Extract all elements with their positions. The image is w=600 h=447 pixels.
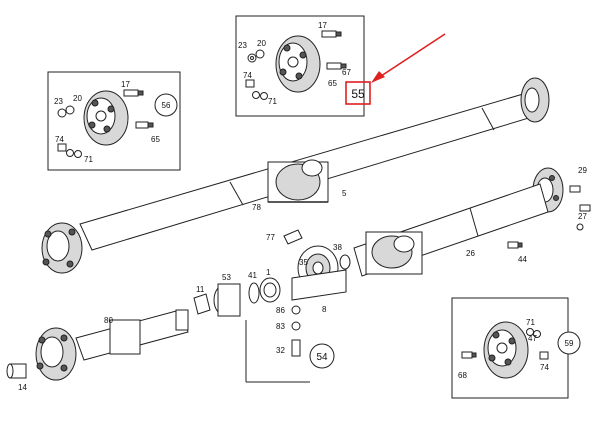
insert-left-flex-disc-kit: 56 17 23 20 74 71 65 [47, 71, 181, 171]
highlight-box-55 [345, 81, 371, 105]
insert-bottom-right-flex-disc-kit: 59 71 47 74 68 [451, 297, 581, 399]
callout-71-bottom: 71 [526, 318, 535, 327]
washer-83 [291, 321, 301, 331]
group-circle-54 [309, 343, 335, 369]
lower-shaft-parts: 54 80 11 53 41 1 86 83 32 8 14 [6, 268, 335, 392]
callout-38: 38 [333, 243, 342, 252]
callout-47-bottom: 47 [528, 334, 537, 343]
callout-1: 1 [266, 268, 271, 277]
bolt-17 [321, 30, 337, 38]
callout-23-top: 23 [238, 41, 247, 50]
callout-20-left: 20 [73, 94, 82, 103]
group-circle-56 [154, 93, 178, 117]
front-shaft-assembly: 78 77 38 35 26 44 [252, 183, 549, 301]
rear-shaft-assembly: 5 [41, 77, 550, 274]
callout-67-top: 67 [342, 68, 351, 77]
callout-5: 5 [342, 189, 347, 198]
nut-11 [193, 293, 211, 315]
callout-8: 80 [104, 316, 113, 325]
callout-65-left: 65 [151, 135, 160, 144]
callout-83: 83 [276, 322, 285, 331]
bolt-80 [291, 339, 301, 357]
callout-74-left: 74 [55, 135, 64, 144]
washer-86 [291, 305, 301, 315]
clip-77 [283, 229, 303, 245]
callout-11: 11 [196, 285, 205, 294]
group-label-59: 59 [565, 339, 574, 348]
callout-71-left: 71 [84, 155, 93, 164]
callout-26: 26 [466, 249, 475, 258]
group-label-55: 55 [351, 87, 365, 101]
callout-32: 8 [322, 305, 327, 314]
callout-80: 32 [276, 346, 285, 355]
highlight-arrow-head [371, 71, 385, 83]
callout-20-top: 20 [257, 39, 266, 48]
insert-left-frame [47, 71, 181, 171]
bolt-44 [507, 241, 519, 249]
callout-74-top: 74 [243, 71, 252, 80]
callout-29: 29 [578, 166, 587, 175]
callout-74-bottom: 74 [540, 363, 549, 372]
nut-74 [245, 79, 255, 88]
callout-77: 77 [266, 233, 275, 242]
highlight-arrow [377, 33, 446, 79]
insert-top-flex-disc-kit: 23 20 17 74 67 65 71 55 [235, 15, 446, 117]
ring-1 [259, 277, 281, 303]
callout-17-top: 17 [318, 21, 327, 30]
callout-71-top: 71 [268, 97, 277, 106]
callout-44: 44 [518, 255, 527, 264]
callout-14: 14 [18, 383, 27, 392]
washer-23 [247, 53, 257, 63]
group-label-56: 56 [162, 101, 171, 110]
callout-86: 86 [276, 306, 285, 315]
callout-17-left: 17 [121, 80, 130, 89]
callout-65-top: 65 [328, 79, 337, 88]
ring-41 [248, 282, 260, 304]
insert-top-frame [235, 15, 365, 117]
callout-27: 27 [578, 212, 587, 221]
callout-41: 41 [248, 271, 257, 280]
callout-35: 35 [299, 258, 308, 267]
callout-23-left: 23 [54, 97, 63, 106]
callout-53: 53 [222, 273, 231, 282]
callout-78: 78 [252, 203, 261, 212]
callout-68-bottom: 68 [458, 371, 467, 380]
group-label-54: 54 [316, 352, 328, 363]
group-circle-59 [557, 331, 581, 355]
bolt-65 [326, 62, 342, 70]
